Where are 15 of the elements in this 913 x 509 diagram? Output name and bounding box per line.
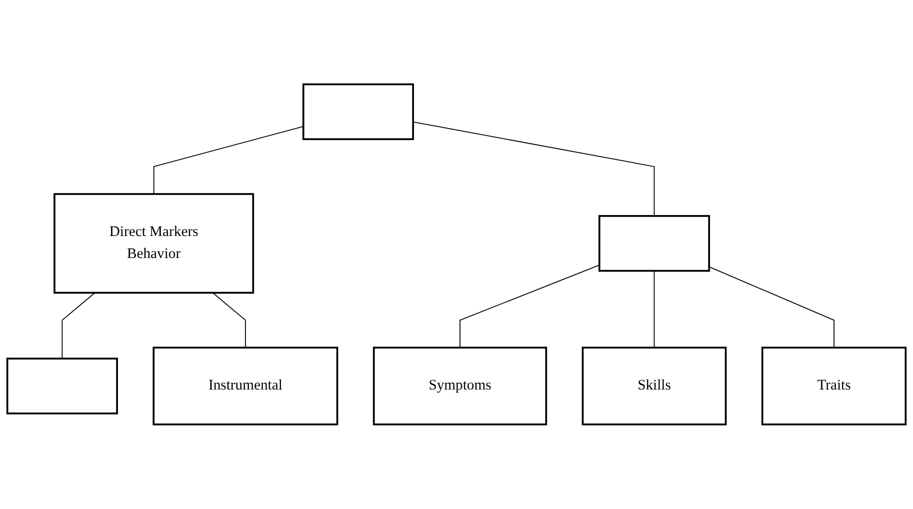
connector xyxy=(62,292,96,360)
connector xyxy=(412,122,655,217)
connector xyxy=(708,266,834,348)
node-box: Skills xyxy=(582,346,727,426)
connector xyxy=(654,270,655,348)
node-box: Traits xyxy=(761,346,907,426)
node-box: Instrumental xyxy=(152,346,338,426)
connector xyxy=(460,264,600,348)
connector xyxy=(153,126,304,195)
node-box xyxy=(598,215,710,272)
node-box xyxy=(302,84,414,140)
node-box: Symptoms xyxy=(372,346,548,426)
node-box: Direct Markers Behavior xyxy=(54,193,254,294)
node-box xyxy=(6,358,118,414)
connector xyxy=(212,292,246,348)
